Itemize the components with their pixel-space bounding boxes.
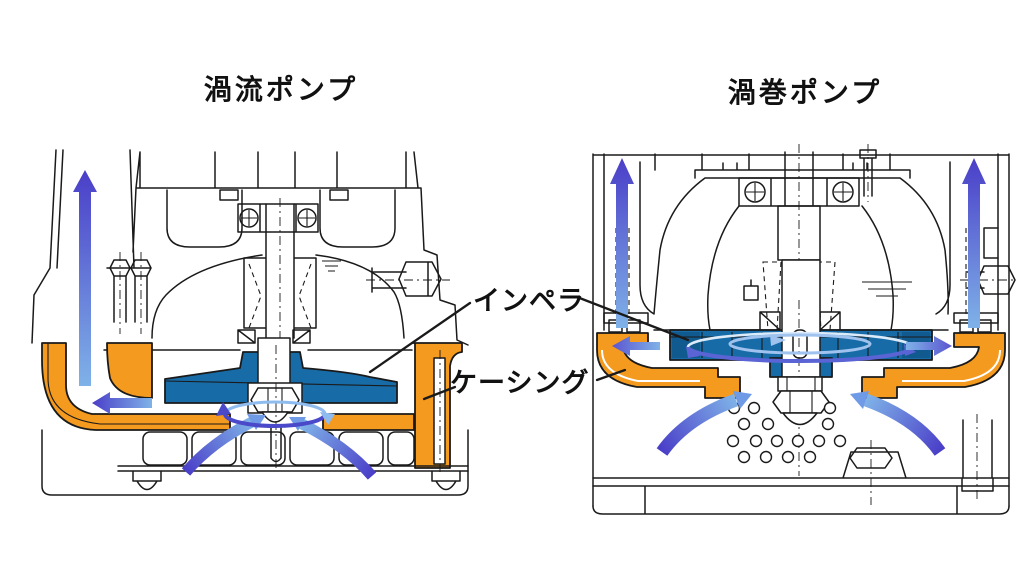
motor-stator-coils (166, 189, 396, 248)
callout-impeller: インペラ (473, 286, 585, 317)
water-level-mark-left (322, 260, 341, 272)
right-pump-body-lines (592, 153, 1010, 507)
shaft-nut-right-pump (772, 376, 830, 426)
left-pump-drawing (31, 149, 469, 496)
discharge-up-arrow-left-pump (73, 170, 97, 386)
strainer-holes (726, 401, 847, 464)
inflow-arrows-left-pump (181, 414, 377, 480)
right-pump-casing (596, 332, 1006, 399)
callout-leader-lines (368, 295, 690, 401)
discharge-left-arrow-left-pump (92, 392, 152, 414)
swirl-arrows-right-pump (686, 331, 916, 363)
title-vortex-pump: 渦流ポンプ (203, 73, 359, 106)
discharge-right-arrow-right-pump (906, 336, 952, 356)
shaft-nut-left-pump (247, 345, 303, 472)
side-bolt-left-pump (366, 261, 450, 297)
inflow-arrows-right-pump (656, 391, 946, 456)
left-pump-casing (41, 342, 463, 472)
title-volute-pump: 渦巻ポンプ (727, 76, 883, 109)
bearing-assembly-left-pump (237, 203, 319, 233)
right-pump-base (592, 414, 1010, 515)
discharge-up-arrows-right-pump (610, 158, 986, 328)
casing-leader-left (422, 385, 457, 401)
casing-leader-right (595, 368, 627, 382)
flange-bolts-left-pump (109, 252, 152, 334)
shaft-and-seal-left-pump (243, 198, 317, 348)
right-pump-drawing (592, 144, 1016, 515)
discharge-left-arrow-right-pump (612, 336, 660, 356)
impeller-leader-left (368, 301, 472, 374)
swirl-arrow-left-pump (216, 400, 335, 428)
seal-retainers-left-pump (237, 329, 311, 344)
left-pump-base-shell (41, 429, 469, 496)
left-pump-body-lines (31, 149, 469, 351)
impeller-leader-right (575, 295, 690, 342)
callout-casing: ケーシング (450, 368, 590, 399)
detail-bolts-right-pump (603, 144, 1016, 333)
bearing-assembly-right-pump (738, 177, 860, 207)
